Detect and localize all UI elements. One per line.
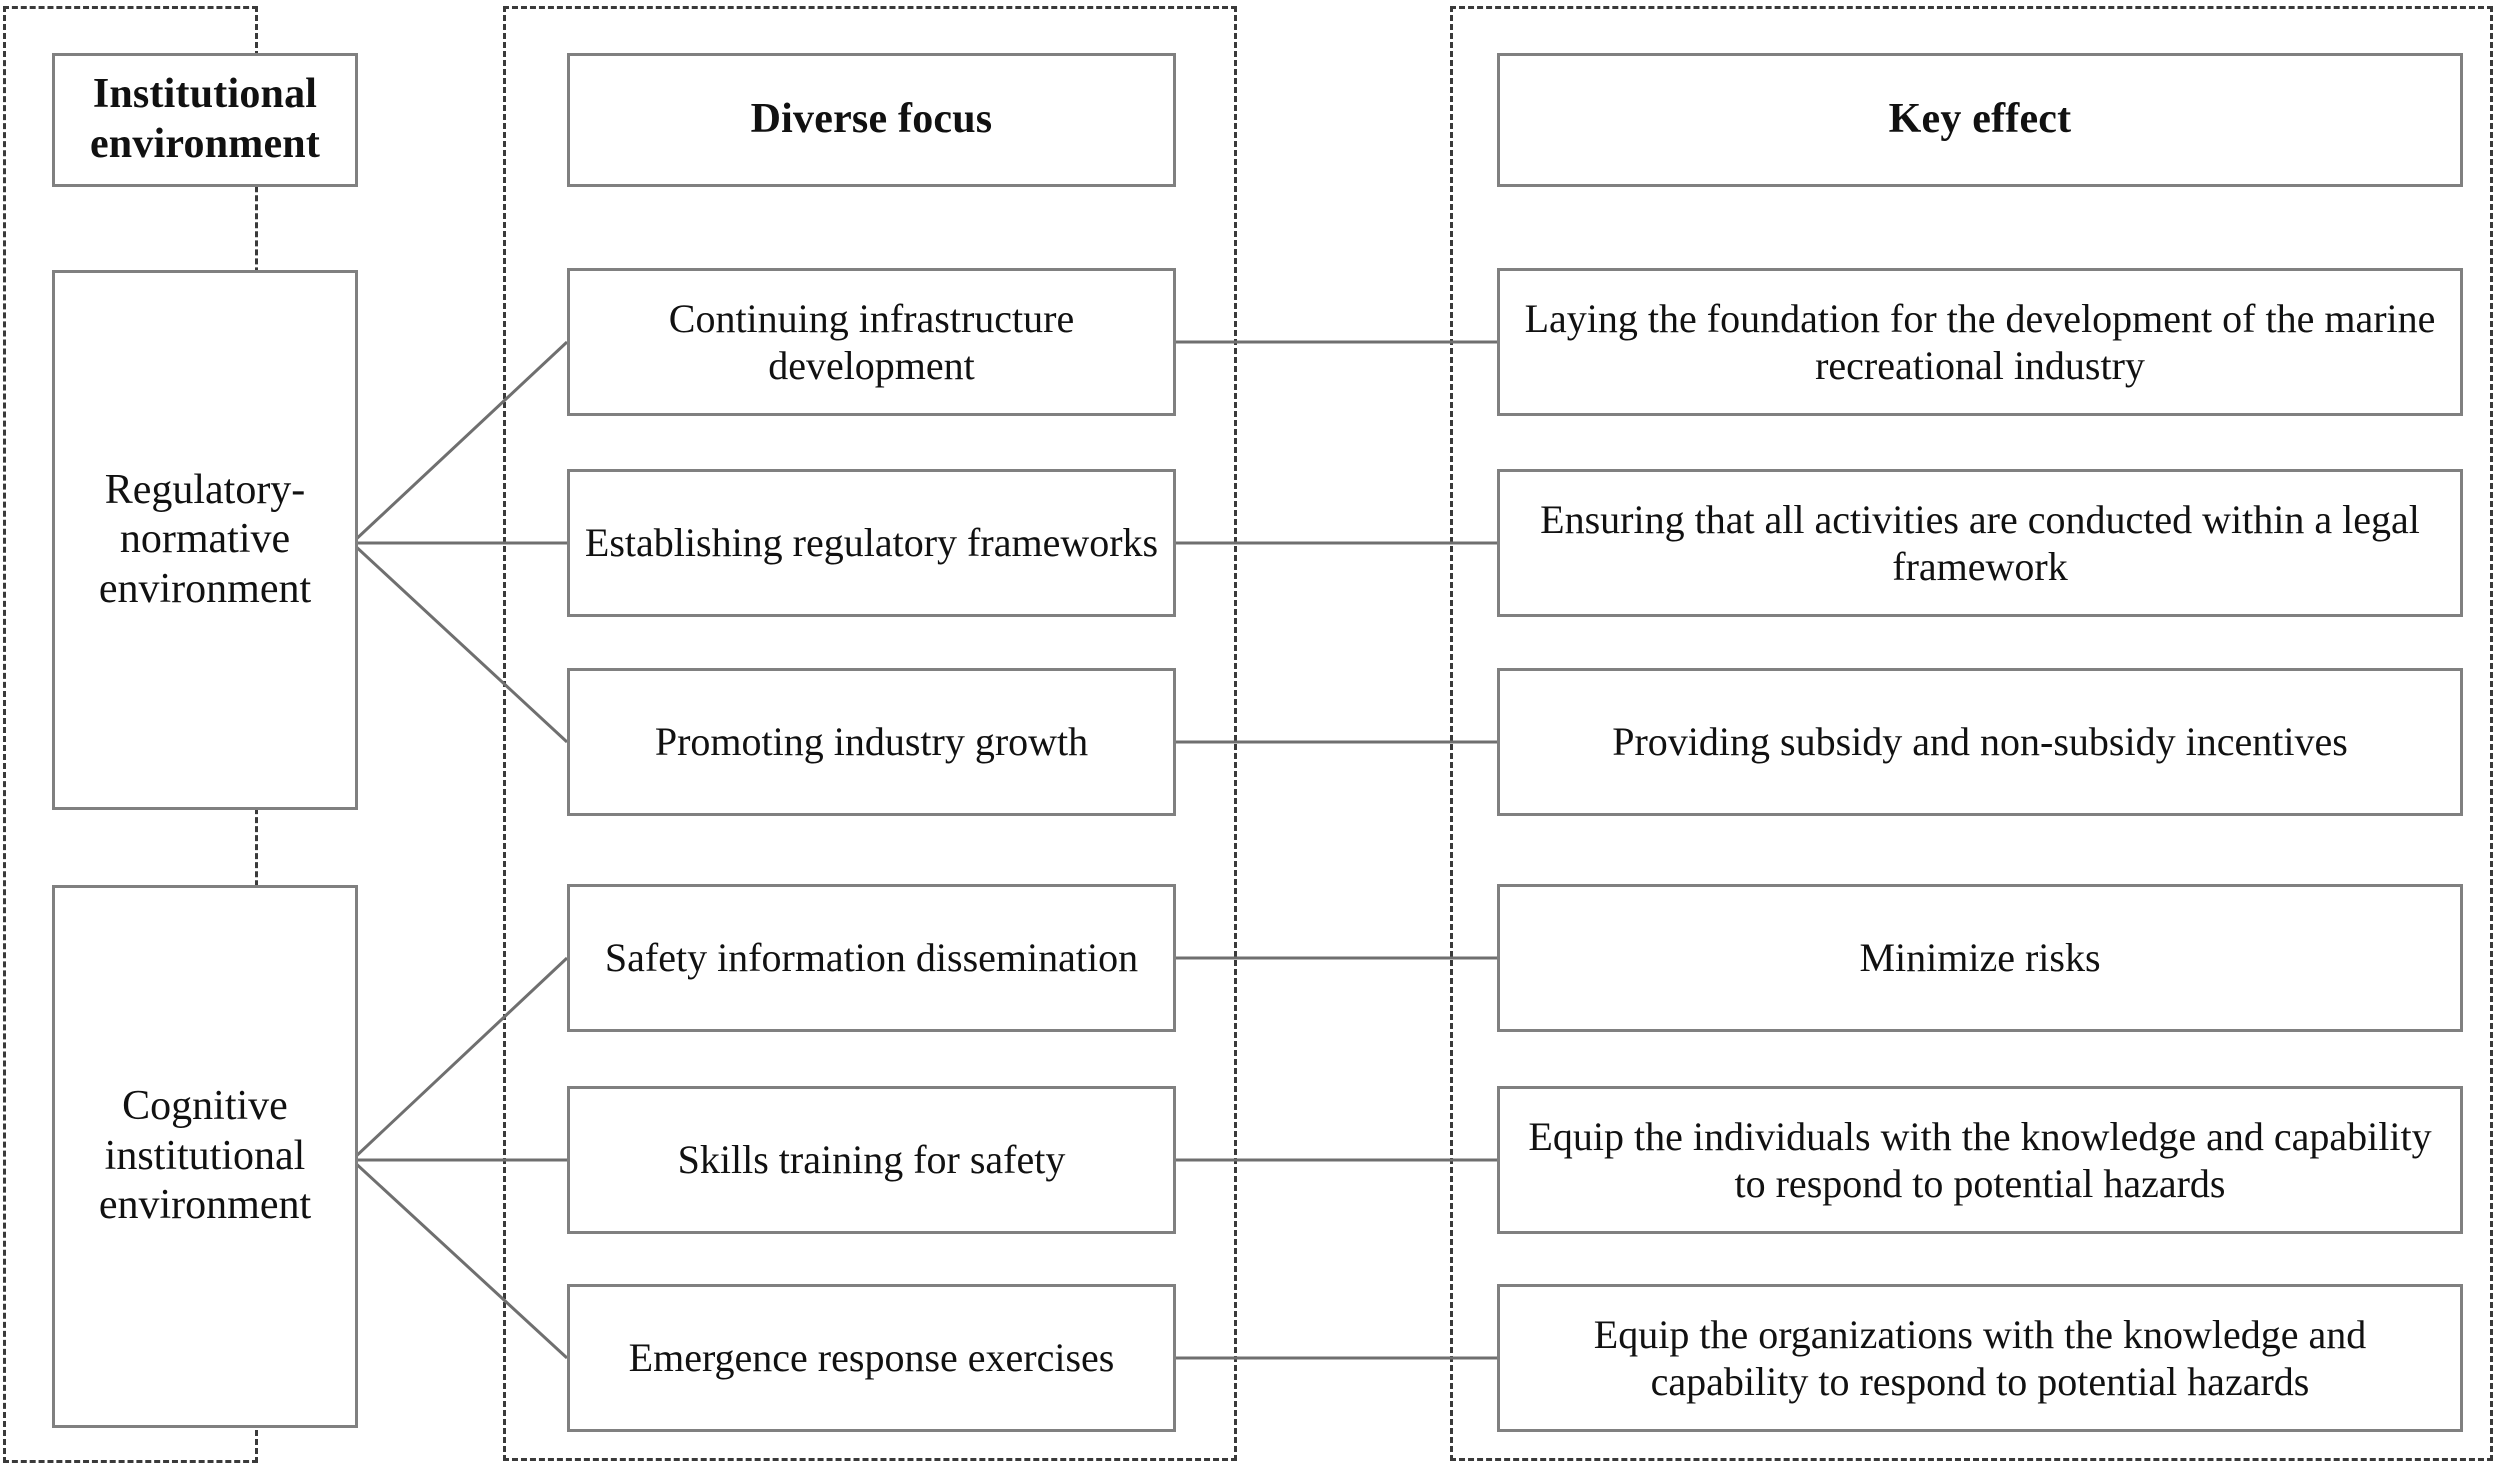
focus-box-1: Continuing infrastructure development bbox=[567, 268, 1176, 416]
effect-box-4: Minimize risks bbox=[1497, 884, 2463, 1032]
effect-label-3: Providing subsidy and non-subsidy incent… bbox=[1612, 719, 2348, 765]
focus-label-1: Continuing infrastructure development bbox=[668, 295, 1075, 388]
header-institutional-environment-label: Institutional environment bbox=[89, 71, 321, 167]
effect-label-4: Minimize risks bbox=[1859, 935, 2101, 981]
region-key-effect bbox=[1450, 6, 2493, 1461]
effect-box-5: Equip the individuals with the knowledge… bbox=[1497, 1086, 2463, 1234]
focus-box-3: Promoting industry growth bbox=[567, 668, 1176, 816]
category-label-cognitive: Cognitive institutional environment bbox=[98, 1083, 312, 1229]
focus-label-3: Promoting industry growth bbox=[654, 719, 1089, 765]
focus-label-2: Establishing regulatory frameworks bbox=[584, 520, 1159, 566]
category-box-regulatory-normative-environment: Regulatory-normative environment bbox=[52, 270, 358, 810]
focus-label-4: Safety information dissemination bbox=[604, 935, 1139, 981]
effect-label-5: Equip the individuals with the knowledge… bbox=[1528, 1113, 2432, 1206]
effect-label-6: Equip the organizations with the knowled… bbox=[1593, 1311, 2367, 1404]
header-key-effect-label: Key effect bbox=[1888, 96, 2072, 143]
header-diverse-focus-label: Diverse focus bbox=[750, 96, 993, 143]
effect-label-2: Ensuring that all activities are conduct… bbox=[1540, 496, 2420, 589]
focus-box-4: Safety information dissemination bbox=[567, 884, 1176, 1032]
focus-box-5: Skills training for safety bbox=[567, 1086, 1176, 1234]
category-box-cognitive-institutional-environment: Cognitive institutional environment bbox=[52, 885, 358, 1428]
effect-box-6: Equip the organizations with the knowled… bbox=[1497, 1284, 2463, 1432]
effect-box-3: Providing subsidy and non-subsidy incent… bbox=[1497, 668, 2463, 816]
focus-label-6: Emergence response exercises bbox=[628, 1335, 1115, 1381]
focus-box-6: Emergence response exercises bbox=[567, 1284, 1176, 1432]
header-diverse-focus: Diverse focus bbox=[567, 53, 1176, 187]
effect-box-1: Laying the foundation for the developmen… bbox=[1497, 268, 2463, 416]
category-label-regulatory: Regulatory-normative environment bbox=[98, 466, 312, 612]
effect-box-2: Ensuring that all activities are conduct… bbox=[1497, 469, 2463, 617]
focus-box-2: Establishing regulatory frameworks bbox=[567, 469, 1176, 617]
focus-label-5: Skills training for safety bbox=[677, 1137, 1066, 1183]
header-key-effect: Key effect bbox=[1497, 53, 2463, 187]
header-institutional-environment: Institutional environment bbox=[52, 53, 358, 187]
effect-label-1: Laying the foundation for the developmen… bbox=[1524, 295, 2436, 388]
